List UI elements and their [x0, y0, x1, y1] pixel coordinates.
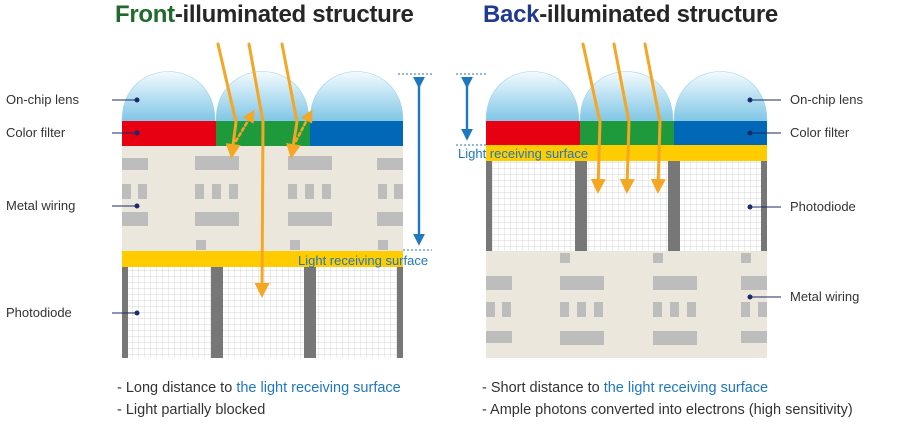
back-title: Back-illuminated structure	[483, 1, 778, 29]
back-photodiode-label: Photodiode	[790, 199, 856, 214]
back-leader-lines	[747, 97, 781, 300]
front-light-rays	[216, 42, 313, 298]
front-distance-arrow	[398, 73, 432, 251]
front-photodiode-label: Photodiode	[6, 305, 72, 320]
front-note-2-text: - Light partially blocked	[117, 402, 266, 418]
back-distance-arrow	[456, 73, 486, 146]
front-lens-label: On-chip lens	[6, 92, 79, 107]
back-structure	[456, 42, 781, 358]
front-wiring-label: Metal wiring	[6, 198, 76, 213]
back-light-receiving-surface	[486, 145, 767, 161]
front-lenses	[121, 71, 404, 122]
back-note-2-text: - Ample photons converted into electrons…	[482, 402, 853, 418]
back-lens-label: On-chip lens	[790, 92, 863, 107]
back-note-2: - Ample photons converted into electrons…	[482, 402, 853, 418]
front-note-1: - Long distance to the light receiving s…	[117, 380, 401, 396]
back-note-1: - Short distance to the light receiving …	[482, 380, 768, 396]
front-leader-lines	[112, 97, 140, 316]
front-title: Front-illuminated structure	[115, 1, 414, 29]
front-note-1-text: - Long distance to	[117, 380, 237, 396]
front-note-1-accent: the light receiving surface	[236, 380, 401, 396]
back-surface-label: Light receiving surface	[458, 146, 589, 161]
back-note-1-text: - Short distance to	[482, 380, 604, 396]
front-surface-label: Light receiving surface	[298, 253, 429, 268]
front-title-rest: -illuminated structure	[174, 1, 414, 28]
back-wiring-label: Metal wiring	[790, 289, 860, 304]
front-note-2: - Light partially blocked	[117, 402, 265, 418]
front-title-highlight: Front	[115, 1, 175, 28]
front-filter-label: Color filter	[6, 125, 66, 140]
back-color-filters	[486, 121, 767, 145]
back-filter-label: Color filter	[790, 125, 850, 140]
back-lenses	[485, 71, 768, 122]
back-title-rest: -illuminated structure	[539, 1, 778, 28]
front-structure	[112, 42, 432, 358]
back-metal-wiring	[486, 251, 767, 358]
back-note-1-accent: the light receiving surface	[603, 380, 769, 396]
back-light-rays	[581, 42, 666, 194]
back-title-highlight: Back	[483, 1, 540, 28]
